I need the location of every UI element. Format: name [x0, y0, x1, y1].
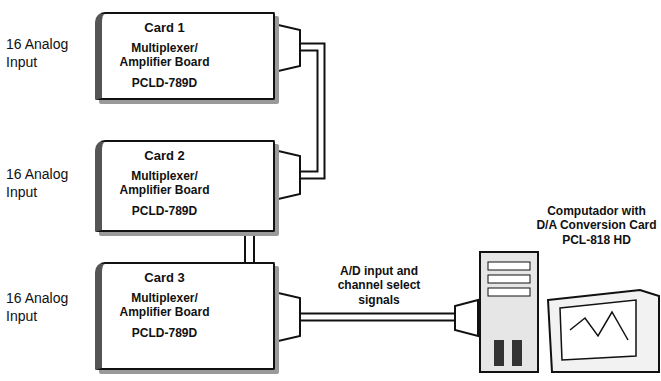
cable-fill [275, 315, 478, 320]
card-board: Card 1 Multiplexer/ Amplifier BoardPCLD-7… [95, 12, 275, 100]
model-number: PCLD-789D [114, 326, 215, 340]
monitor [548, 290, 659, 372]
cable-outline [245, 232, 254, 262]
card-board: Card 3 Multiplexer/ Amplifier BoardPCLD-7… [95, 262, 275, 370]
drive-bay [488, 262, 530, 270]
vent [494, 340, 504, 366]
model-number: PCLD-789D [114, 76, 215, 90]
card-content: Card 3 Multiplexer/ Amplifier BoardPCLD-7… [102, 264, 273, 346]
board-name: Multiplexer/ Amplifier Board [114, 169, 215, 198]
d-connector [274, 24, 300, 72]
card-content: Card 1 Multiplexer/ Amplifier BoardPCLD-7… [102, 14, 273, 96]
card-title: Card 3 [114, 270, 215, 285]
input-label: 16 Analog Input [6, 166, 84, 201]
cable-outline [275, 313, 478, 322]
d-connector [274, 292, 300, 342]
drive-bay [488, 275, 530, 283]
board-name: Multiplexer/ Amplifier Board [114, 41, 215, 70]
screen-graph [570, 312, 628, 340]
cable [275, 317, 478, 318]
computer-node: Computador with D/A Conversion Card PCL-… [478, 204, 659, 374]
card-title: Card 2 [114, 148, 215, 163]
card-board: Card 2 Multiplexer/ Amplifier BoardPCLD-7… [95, 140, 275, 232]
monitor-screen [560, 300, 636, 360]
card-title: Card 1 [114, 20, 215, 35]
board-name: Multiplexer/ Amplifier Board [114, 291, 215, 320]
vent [512, 340, 522, 366]
computer-label: Computador with D/A Conversion Card PCL-… [536, 204, 657, 247]
model-number: PCLD-789D [114, 204, 215, 218]
ribbon-cable [245, 232, 254, 262]
d-connector [455, 300, 478, 336]
drive-bay [488, 288, 530, 296]
input-label: 16 Analog Input [6, 290, 84, 325]
input-label: 16 Analog Input [6, 36, 84, 71]
card-content: Card 2 Multiplexer/ Amplifier BoardPCLD-7… [102, 142, 273, 224]
signal-label: A/D input and channel select signals [317, 264, 441, 307]
computer-tower [480, 252, 538, 372]
d-connector [274, 150, 300, 200]
